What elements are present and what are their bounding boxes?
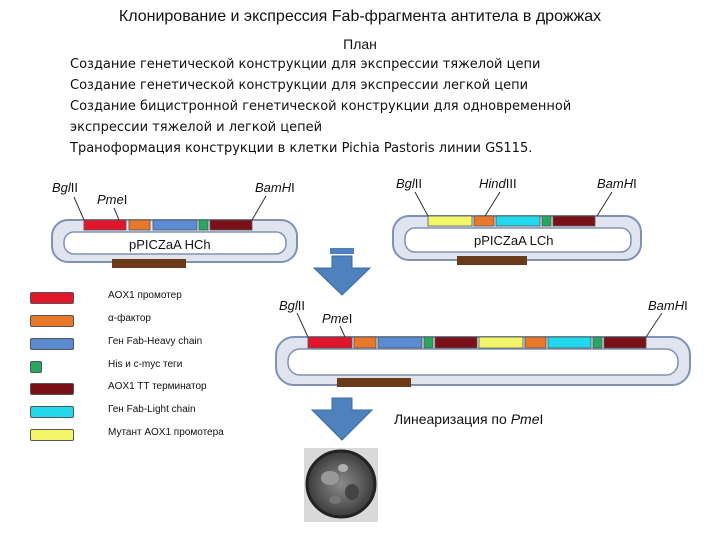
plan-step: Создание генетической конструкции для эк… [70, 78, 529, 93]
legend-swatch [30, 361, 42, 373]
legend-label: Мутант AOX1 промотера [108, 427, 224, 438]
legend-swatch [30, 338, 74, 350]
segment-alpha-factor [128, 219, 151, 231]
segment-his-myc [423, 336, 434, 349]
plan-list: Создание генетической конструкции для эк… [70, 54, 571, 159]
plan-step: Создание генетической конструкции для эк… [70, 57, 541, 72]
segment-heavy-chain [377, 336, 423, 349]
segment-alpha-factor [524, 336, 547, 349]
plasmid-heavy-inner [63, 231, 287, 255]
segment-light-chain [495, 215, 541, 227]
segment-terminator [603, 336, 647, 349]
selection-marker [337, 378, 411, 387]
site-pmei-heavy: PmeI [97, 192, 128, 207]
plasmid-light-chain [392, 191, 642, 265]
plasmid-bicistronic [275, 312, 691, 387]
segment-his-myc [198, 219, 209, 231]
segment-his-myc [541, 215, 552, 227]
legend-label: Ген Fab-Heavy chain [108, 336, 203, 347]
segment-mutant-promoter [478, 336, 524, 349]
site-hindiii-light: HindIII [479, 176, 517, 191]
site-bglii-combined: BglII [279, 298, 306, 313]
plan-heading: План [343, 36, 377, 52]
site-bglii-light: BglII [396, 176, 423, 191]
legend-label: AOX1 TT терминатор [108, 381, 207, 392]
segment-light-chain [547, 336, 592, 349]
legend-label: AOX1 промотер [108, 290, 182, 301]
selection-marker [457, 256, 527, 265]
segment-his-myc [592, 336, 603, 349]
site-bamhi-combined: BamHI [648, 298, 688, 313]
selection-marker [112, 259, 186, 268]
legend-swatch [30, 292, 74, 304]
plasmid-heavy-label: pPICZaA HCh [129, 237, 211, 252]
arrow-down-icon [310, 397, 374, 441]
segment-mutant-promoter [427, 215, 473, 227]
segment-aox1-promoter [307, 336, 353, 349]
segment-alpha-factor [353, 336, 377, 349]
site-bamhi-light: BamHI [597, 176, 637, 191]
segment-terminator [434, 336, 478, 349]
linearization-caption: Линеаризация по PmeI [394, 411, 544, 427]
legend-label: Ген Fab-Light chain [108, 404, 196, 415]
segment-heavy-chain [152, 219, 198, 231]
plan-step: экспрессии тяжелой и легкой цепей [70, 120, 323, 135]
plasmid-light-inner [404, 227, 632, 253]
yeast-cell-micrograph-icon [304, 448, 378, 522]
plasmid-light-label: pPICZaA LCh [474, 233, 554, 248]
plan-step: Создание бицистронной генетической конст… [70, 99, 572, 114]
arrow-down-icon [312, 248, 372, 296]
plan-step: Траноформация конструкции в клетки Pichi… [70, 141, 533, 156]
page-title: Клонирование и экспрессия Fab-фрагмента … [118, 8, 602, 25]
segment-aox1-promoter [83, 219, 127, 231]
plasmid-heavy-chain [51, 195, 298, 268]
plasmid-combined-inner [287, 348, 679, 376]
legend-swatch [30, 315, 74, 327]
legend-swatch [30, 406, 74, 418]
segment-terminator [552, 215, 596, 227]
legend-swatch [30, 429, 74, 441]
site-pmei-combined: PmeI [322, 311, 353, 326]
site-bamhi-heavy: BamHI [255, 180, 295, 195]
legend-label: α-фактор [108, 313, 151, 324]
legend-label: His и c-myc теги [108, 359, 183, 370]
segment-terminator [209, 219, 253, 231]
segment-alpha-factor [473, 215, 495, 227]
site-bglii-heavy: BglII [52, 180, 79, 195]
legend-swatch [30, 383, 74, 395]
